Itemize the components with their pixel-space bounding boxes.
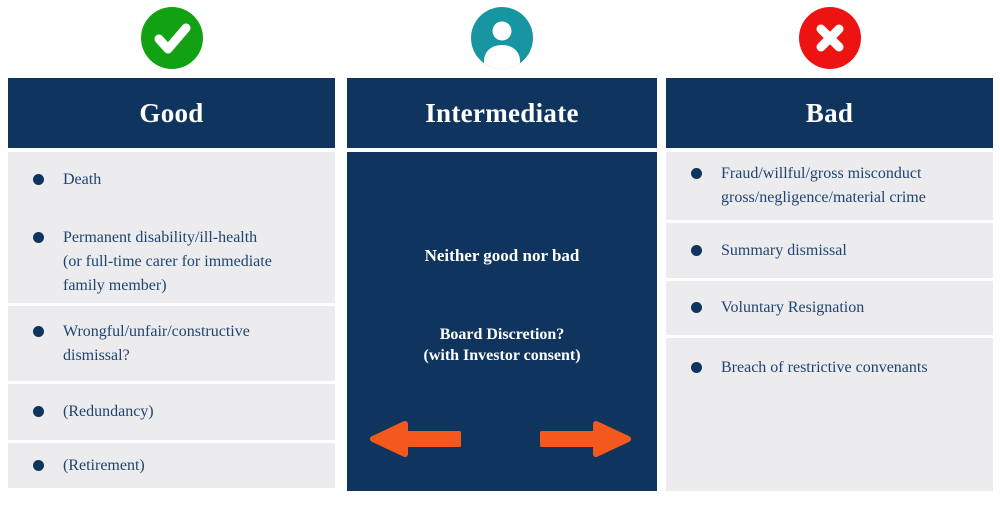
- bullet-icon: [33, 459, 44, 471]
- list-row: Summary dismissal: [666, 223, 993, 278]
- person-circle-icon: [471, 7, 533, 69]
- column-intermediate: Intermediate Neither good nor bad Board …: [347, 0, 657, 491]
- list-item-text: Breach of restrictive convenants: [721, 359, 928, 376]
- bullet-icon: [691, 168, 702, 179]
- x-circle-icon: [798, 7, 861, 69]
- good-icon-row: [8, 0, 335, 78]
- bullet-icon: [33, 174, 44, 185]
- list-item: Death: [8, 168, 335, 192]
- bullet-icon: [691, 362, 702, 373]
- board-discretion-line1: Board Discretion?: [439, 326, 565, 343]
- neither-good-nor-bad-label: Neither good nor bad: [424, 246, 580, 265]
- list-item-text: Voluntary Resignation: [721, 299, 865, 316]
- bullet-icon: [33, 232, 44, 243]
- intermediate-panel: Neither good nor bad Board Discretion? (…: [347, 152, 657, 491]
- intermediate-icon-row: [347, 0, 657, 78]
- list-row: Breach of restrictive convenants: [666, 338, 993, 491]
- list-item: (Redundancy): [8, 400, 335, 424]
- bad-header: Bad: [666, 78, 993, 148]
- list-item: Breach of restrictive convenants: [666, 356, 993, 380]
- bullet-icon: [691, 244, 702, 256]
- list-item-text: Death: [63, 171, 102, 188]
- list-row: (Redundancy): [8, 384, 335, 440]
- bullet-icon: [33, 325, 44, 337]
- right-arrow-icon: [540, 421, 631, 457]
- board-discretion-line2: (with Investor consent): [423, 347, 581, 364]
- check-circle-icon: [140, 7, 203, 69]
- left-arrow-icon: [370, 421, 461, 457]
- list-item: Permanent disability/ill-health(or full-…: [8, 226, 335, 298]
- list-item-text: (Retirement): [63, 456, 145, 474]
- bullet-icon: [691, 302, 702, 313]
- list-item: (Retirement): [8, 454, 335, 478]
- list-row: Voluntary Resignation: [666, 281, 993, 335]
- board-discretion-label: Board Discretion? (with Investor consent…: [347, 324, 657, 366]
- good-header: Good: [8, 78, 335, 148]
- list-item-text: (Redundancy): [63, 403, 154, 420]
- list-item: Summary dismissal: [666, 239, 993, 263]
- list-row: (Retirement): [8, 443, 335, 488]
- intermediate-header: Intermediate: [347, 78, 657, 148]
- list-item-text: Permanent disability/ill-health(or full-…: [63, 229, 272, 294]
- bullet-icon: [33, 406, 44, 417]
- list-item: Voluntary Resignation: [666, 296, 993, 320]
- list-item-text: Summary dismissal: [721, 241, 847, 259]
- bad-icon-row: [666, 0, 993, 78]
